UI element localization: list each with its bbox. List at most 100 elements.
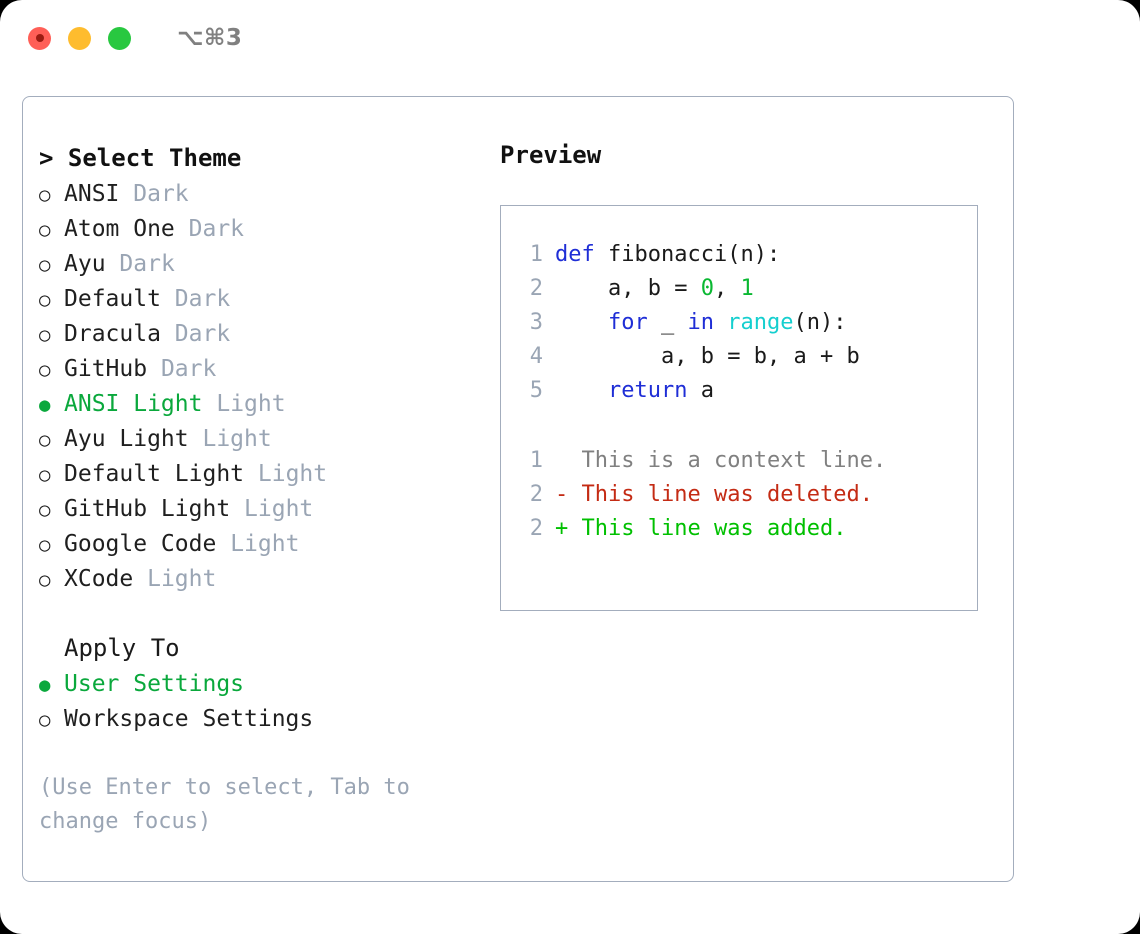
heading-prefix: >	[39, 144, 68, 172]
code-token: def	[555, 242, 609, 267]
radio-icon: ○	[39, 359, 51, 381]
diff-marker	[555, 444, 582, 478]
code-line: 2 a, b = 0, 1	[501, 272, 977, 306]
theme-item-default-light[interactable]: ○ Default Light Light	[39, 457, 500, 492]
theme-item-ansi-light[interactable]: ●ANSI Light Light	[39, 387, 500, 422]
code-token: return	[608, 378, 688, 403]
radio-icon: ○	[39, 324, 51, 346]
diff-line-deleted: 2- This line was deleted.	[501, 478, 977, 512]
line-number: 2	[529, 276, 544, 301]
line-number: 5	[529, 378, 544, 403]
code-line: 4 a, b = b, a + b	[501, 340, 977, 374]
window-controls	[28, 26, 131, 50]
code-token: a	[687, 378, 715, 403]
code-token: ,	[714, 276, 741, 301]
diff-text: This line was deleted.	[581, 482, 873, 507]
select-theme-heading: > Select Theme	[39, 141, 500, 175]
diff-marker: +	[555, 516, 582, 541]
theme-name: Ayu	[64, 251, 106, 277]
maximize-button[interactable]	[108, 26, 131, 50]
theme-variant: Dark	[174, 321, 231, 347]
preview-box: 1 def fibonacci(n): 2 a, b = 0, 1 3 for _…	[500, 205, 979, 611]
code-token: _	[647, 310, 688, 335]
theme-item-ayu-light[interactable]: ○Ayu Light Light	[39, 422, 500, 457]
theme-selector-column: > Select Theme ○ ANSI Dark ○ Atom One Dark…	[23, 97, 500, 881]
heading-text: Select Theme	[67, 144, 242, 172]
theme-item-ayu-dark[interactable]: ○ Ayu Dark	[39, 247, 500, 282]
keyboard-shortcut-label: ⌥⌘3	[177, 25, 243, 51]
code-line: 5 return a	[501, 374, 977, 408]
line-number: 4	[529, 344, 544, 369]
radio-icon: ○	[39, 534, 51, 556]
theme-variant: Light	[202, 426, 272, 452]
theme-item-xcode[interactable]: ○XCode Light	[39, 562, 500, 597]
code-token: for	[608, 310, 648, 335]
radio-icon-selected: ●	[39, 674, 51, 696]
apply-to-item-workspace-settings[interactable]: ○ Workspace Settings	[39, 702, 500, 737]
theme-item-atom-one-dark[interactable]: ○ Atom One Dark	[39, 212, 500, 247]
radio-icon: ○	[39, 709, 51, 731]
line-number: 1	[529, 448, 544, 473]
apply-to-label: User Settings	[64, 671, 245, 697]
code-token: 0	[700, 276, 714, 301]
code-line: 3 for _ in range(n):	[501, 306, 977, 340]
radio-icon: ○	[39, 464, 51, 486]
theme-name: Default	[64, 286, 161, 312]
radio-icon: ○	[39, 219, 51, 241]
theme-name: ANSI	[64, 181, 120, 207]
code-token	[555, 374, 608, 408]
theme-item-dracula-dark[interactable]: ○ Dracula Dark	[39, 317, 500, 352]
theme-variant: Light	[257, 461, 328, 487]
minimize-button[interactable]	[68, 26, 91, 50]
radio-icon: ○	[39, 499, 51, 521]
theme-name: Default Light	[64, 461, 245, 487]
theme-item-ansi-dark[interactable]: ○ANSI Dark	[39, 177, 500, 212]
theme-variant: Light	[147, 566, 217, 592]
theme-name: GitHub	[64, 356, 148, 382]
help-text: (Use Enter to select, Tab to change focu…	[39, 775, 410, 834]
line-number: 1	[529, 242, 544, 267]
code-token: 1	[740, 276, 754, 301]
theme-variant: Dark	[174, 286, 231, 312]
radio-icon: ○	[39, 254, 51, 276]
theme-item-github-dark[interactable]: ○GitHub Dark	[39, 352, 500, 387]
radio-icon: ○	[39, 289, 51, 311]
diff-text: This line was added.	[581, 516, 847, 541]
theme-name: Ayu Light	[64, 426, 189, 452]
code-token: a, b =	[555, 276, 701, 301]
theme-name: Dracula	[64, 321, 161, 347]
theme-variant: Dark	[119, 251, 175, 277]
code-token: (n):	[793, 310, 847, 335]
theme-list: ○ ANSI Dark ○ Atom One Dark ○ Ayu Dark ○ Def…	[39, 177, 500, 597]
theme-item-google-code[interactable]: ○ Google Code Light	[39, 527, 500, 562]
code-token: in	[687, 310, 715, 335]
apply-to-list: ● User Settings ○ Workspace Settings	[39, 667, 500, 737]
radio-icon: ○	[39, 569, 51, 591]
theme-name: Atom One	[64, 216, 175, 242]
theme-variant: Light	[244, 496, 314, 522]
theme-item-github-light[interactable]: ○ GitHub Light Light	[39, 492, 500, 527]
diff-line-added: 2+ This line was added.	[501, 512, 977, 546]
apply-to-heading: Apply To	[64, 634, 180, 662]
radio-icon: ○	[39, 184, 51, 206]
theme-variant: Light	[230, 531, 300, 557]
code-line: 1 def fibonacci(n):	[501, 238, 977, 272]
theme-name: ANSI Light	[64, 391, 203, 417]
theme-variant: Dark	[188, 216, 245, 242]
preview-heading: Preview	[500, 141, 602, 169]
diff-text: This is a context line.	[581, 448, 887, 473]
theme-name: GitHub Light	[64, 496, 231, 522]
preview-column: Preview 1 def fibonacci(n): 2 a, b = 0, 1…	[500, 97, 1013, 881]
apply-to-label: Workspace Settings	[64, 706, 314, 732]
radio-icon-selected: ●	[39, 394, 51, 416]
code-token	[555, 306, 608, 340]
apply-to-item-user-settings[interactable]: ● User Settings	[39, 667, 500, 702]
theme-item-default-dark[interactable]: ○ Default Dark	[39, 282, 500, 317]
code-token: fibonacci(n):	[608, 242, 781, 267]
code-token: a, b = b, a + b	[555, 344, 860, 369]
title-bar: ⌥⌘3	[0, 0, 1140, 76]
line-number: 2	[529, 482, 544, 507]
close-icon	[35, 34, 44, 42]
theme-name: Google Code	[64, 531, 217, 557]
close-button[interactable]	[28, 26, 51, 50]
